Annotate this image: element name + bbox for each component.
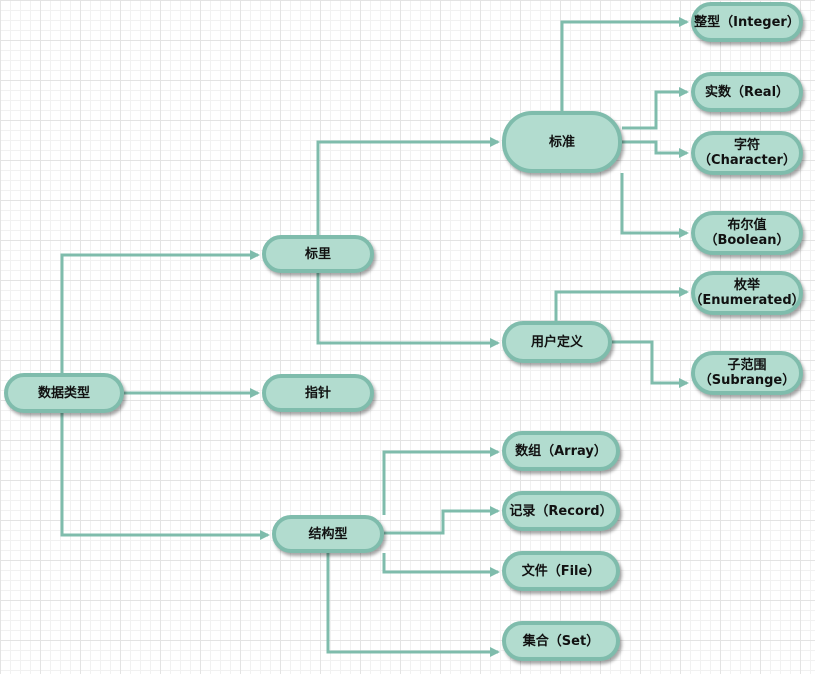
node-set[interactable]: 集合（Set） — [502, 621, 620, 661]
node-label: 文件（File） — [521, 563, 601, 579]
node-label: 子范围 — [727, 358, 767, 373]
node-label: 数组（Array） — [515, 443, 607, 459]
node-label: 枚举 — [733, 278, 760, 293]
connector-data-types-to-scalar — [60, 250, 260, 373]
node-label: 集合（Set） — [522, 633, 600, 649]
node-label: 指针 — [304, 385, 331, 401]
node-file[interactable]: 文件（File） — [502, 551, 620, 591]
connector-scalar-to-standard — [316, 137, 500, 235]
connector-data-types-to-structured — [60, 413, 270, 540]
connector-structured-to-record — [384, 506, 500, 535]
connector-standard-to-character — [622, 140, 689, 158]
node-character[interactable]: 字符（Character） — [691, 131, 803, 175]
connector-standard-to-integer — [560, 17, 689, 111]
node-label: 整型（Integer） — [694, 14, 800, 30]
node-label: 字符 — [733, 138, 760, 153]
node-pointer[interactable]: 指针 — [262, 374, 374, 412]
node-label: 结构型 — [308, 526, 348, 542]
node-standard[interactable]: 标准 — [502, 111, 622, 173]
node-label: （Subrange） — [698, 373, 796, 388]
node-label: （Enumerated） — [689, 293, 805, 308]
connector-standard-to-real — [622, 87, 689, 130]
connector-structured-to-array — [382, 447, 500, 515]
node-label: 标准 — [548, 134, 575, 150]
node-boolean[interactable]: 布尔值（Boolean） — [691, 211, 803, 255]
node-array[interactable]: 数组（Array） — [502, 431, 620, 471]
node-label: 布尔值 — [727, 218, 767, 233]
connector-standard-to-boolean — [620, 173, 689, 238]
node-record[interactable]: 记录（Record） — [502, 491, 620, 531]
node-label: 用户定义 — [530, 334, 583, 350]
connector-user-defined-to-enumerated — [554, 287, 689, 321]
node-label: （Character） — [698, 153, 796, 168]
node-label: 数据类型 — [37, 385, 90, 401]
connector-structured-to-set — [326, 553, 500, 657]
node-real[interactable]: 实数（Real） — [691, 72, 803, 112]
node-scalar[interactable]: 标里 — [262, 235, 374, 273]
node-label: 实数（Real） — [704, 84, 790, 100]
node-user-defined[interactable]: 用户定义 — [502, 321, 612, 363]
connector-user-defined-to-subrange — [612, 340, 689, 388]
node-subrange[interactable]: 子范围（Subrange） — [691, 351, 803, 395]
node-label: 记录（Record） — [509, 503, 613, 519]
node-data-types[interactable]: 数据类型 — [4, 373, 124, 413]
node-label: （Boolean） — [704, 233, 790, 248]
node-label: 标里 — [304, 246, 331, 262]
node-structured[interactable]: 结构型 — [272, 515, 384, 553]
connector-structured-to-file — [382, 553, 500, 577]
connector-scalar-to-user-defined — [316, 273, 500, 348]
node-integer[interactable]: 整型（Integer） — [691, 2, 803, 42]
node-enumerated[interactable]: 枚举（Enumerated） — [689, 271, 805, 315]
